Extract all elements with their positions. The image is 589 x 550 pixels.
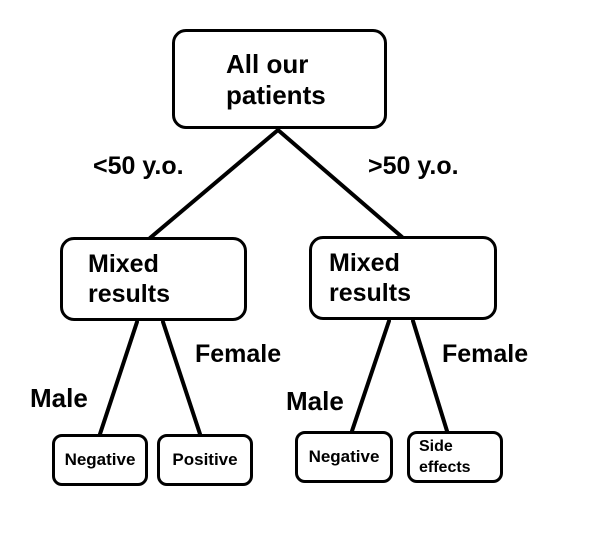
edge-right-to-male bbox=[350, 319, 391, 433]
root-node: All our patients bbox=[172, 29, 387, 129]
mid-node-left-line2: results bbox=[88, 280, 170, 308]
root-node-line1: All our bbox=[226, 49, 309, 79]
mid-node-left: Mixed results bbox=[60, 237, 247, 321]
edge-label-left-male: Male bbox=[30, 383, 88, 413]
leaf-left-male: Negative bbox=[52, 434, 148, 486]
leaf-left-female: Positive bbox=[157, 434, 253, 486]
leaf-right-female-line2: effects bbox=[419, 458, 471, 476]
edge-right-to-female bbox=[411, 319, 449, 433]
edge-label-over-50: >50 y.o. bbox=[368, 152, 459, 180]
leaf-right-male-label: Negative bbox=[308, 446, 380, 466]
mid-node-right-line1: Mixed bbox=[329, 249, 400, 277]
edge-label-right-male: Male bbox=[286, 386, 344, 416]
leaf-left-male-label: Negative bbox=[64, 449, 136, 469]
leaf-right-female-line1: Side bbox=[419, 438, 453, 455]
edge-root-to-right bbox=[276, 128, 404, 239]
leaf-right-female: Side effects bbox=[407, 431, 503, 483]
edge-label-under-50: <50 y.o. bbox=[93, 152, 184, 180]
mid-node-right: Mixed results bbox=[309, 236, 497, 320]
leaf-left-female-label: Positive bbox=[172, 449, 238, 469]
edge-left-to-female bbox=[161, 320, 202, 436]
leaf-right-male: Negative bbox=[295, 431, 393, 483]
mid-node-left-line1: Mixed bbox=[88, 250, 159, 278]
edge-root-to-left bbox=[148, 128, 280, 240]
mid-node-right-line2: results bbox=[329, 279, 411, 307]
edge-label-left-female: Female bbox=[195, 340, 282, 368]
edge-left-to-male bbox=[98, 320, 139, 436]
root-node-line2: patients bbox=[226, 80, 326, 111]
edge-label-right-female: Female bbox=[442, 340, 529, 368]
